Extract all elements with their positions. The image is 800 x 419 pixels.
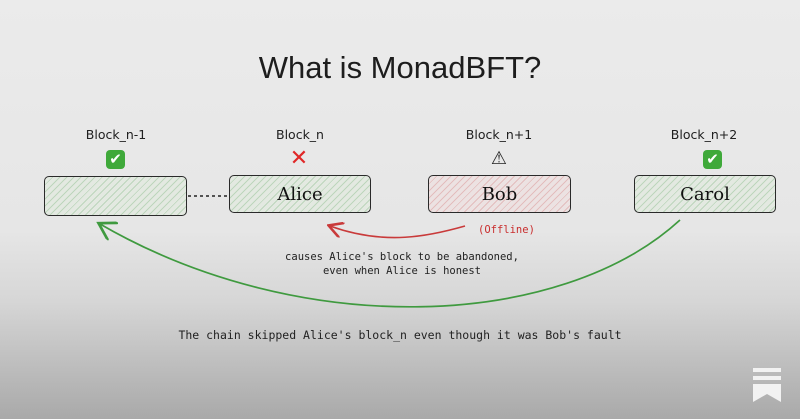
check-icon: ✔ [106,150,125,169]
abandon-note-line1: causes Alice's block to be abandoned, [285,251,519,263]
abandon-note: causes Alice's block to be abandoned, ev… [272,250,532,278]
bottom-caption: The chain skipped Alice's block_n even t… [178,328,622,342]
block-bob: Bob [428,175,571,213]
offline-note: (Offline) [478,224,535,236]
block-label-n-minus-1: Block_n-1 [85,127,147,142]
check-icon: ✔ [703,150,722,169]
block-label-n-plus-2: Block_n+2 [670,127,738,142]
block-label-n: Block_n [276,127,324,142]
block-carol: Carol [634,175,776,213]
warning-icon: ⚠ [490,148,508,169]
substack-logo-icon [753,368,781,402]
page-title: What is MonadBFT? [258,50,542,85]
block-n-minus-1 [44,176,187,216]
block-label-n-plus-1: Block_n+1 [465,127,533,142]
green-arrow [100,219,681,308]
cross-icon: ✕ [289,146,309,171]
red-arrow [330,226,466,239]
abandon-note-line2: even when Alice is honest [322,265,482,277]
block-alice: Alice [229,175,371,213]
